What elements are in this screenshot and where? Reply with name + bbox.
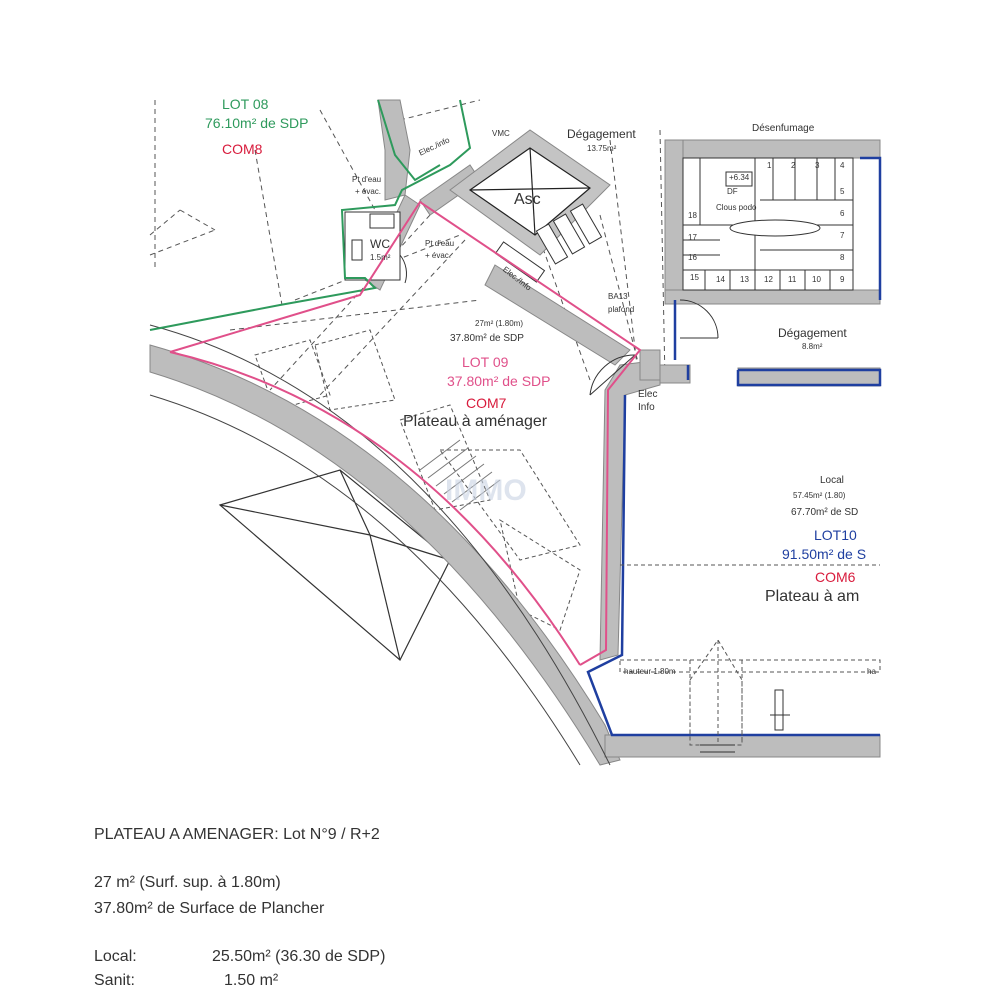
- lot08-sdp: 76.10m² de SDP: [205, 115, 309, 131]
- lot10-outline: [586, 156, 882, 737]
- stair-step-6: 6: [840, 209, 845, 218]
- bottom-dashed-boxes: [619, 564, 881, 746]
- summary-title: PLATEAU A AMENAGER: Lot N°9 / R+2: [94, 826, 380, 843]
- degagement-top-area: 13.75m²: [587, 144, 617, 153]
- summary-surf-plancher: 37.80m² de Surface de Plancher: [94, 900, 325, 917]
- roof-hatch: [419, 439, 501, 511]
- stair-step-16: 16: [688, 253, 697, 262]
- hauteur-cut-label: ha: [867, 667, 876, 676]
- degagement-right-label: Dégagement: [778, 326, 847, 340]
- stair-step-15: 15: [690, 273, 699, 282]
- lot09-sdp: 37.80m² de SDP: [447, 373, 551, 389]
- lot08-com: COM8: [222, 141, 263, 157]
- stair-box-df: DF: [727, 187, 738, 196]
- stair-step-5: 5: [840, 187, 845, 196]
- stair-step-8: 8: [840, 253, 845, 262]
- pt-eau-2-line2: + évac.: [425, 251, 452, 260]
- summary-local-label: Local:: [94, 948, 137, 965]
- elec-info-right-line1: Elec: [638, 389, 658, 400]
- degagement-right-area: 8.8m²: [802, 342, 823, 351]
- elec-info-right-line2: Info: [638, 402, 655, 413]
- pt-eau-1-line1: Pt d'eau: [352, 175, 382, 184]
- stair-step-13: 13: [740, 275, 749, 284]
- door-swings: [589, 299, 719, 396]
- elevator-shaft: [468, 147, 591, 236]
- stair-step-9: 9: [840, 275, 845, 284]
- stair-step-12: 12: [764, 275, 773, 284]
- summary-surf-sup: 27 m² (Surf. sup. à 1.80m): [94, 874, 281, 891]
- curved-wall-outline: [149, 324, 611, 766]
- pt-eau-2-line1: Pt d'eau: [425, 239, 455, 248]
- wc-label: WC: [370, 237, 390, 251]
- lot10-label: LOT10: [814, 527, 857, 543]
- watermark: IMMO: [445, 474, 527, 507]
- plateau-right: Plateau à am: [765, 588, 860, 605]
- vmc-label: VMC: [492, 129, 510, 138]
- lot08-outline: [149, 99, 472, 331]
- summary-sanit-label: Sanit:: [94, 972, 135, 989]
- lot08-label: LOT 08: [222, 96, 269, 112]
- floor-plan: IMMO: [149, 99, 882, 766]
- summary-local-value: 25.50m² (36.30 de SDP): [212, 948, 386, 965]
- local-sdp: 67.70m² de SD: [791, 507, 859, 518]
- stair-step-10: 10: [812, 275, 821, 284]
- lot10-sdp: 91.50m² de S: [782, 546, 867, 562]
- local-label: Local: [820, 475, 844, 486]
- stair-step-2: 2: [791, 161, 796, 170]
- summary-sanit-value: 1.50 m²: [224, 972, 279, 989]
- ba13-line2: plafond: [608, 305, 635, 314]
- asc-label: Asc: [514, 191, 541, 208]
- stair-step-14: 14: [716, 275, 725, 284]
- stair-box-value: +6.34: [729, 173, 750, 182]
- stair-box-clous: Clous podo: [716, 203, 757, 212]
- staircase: [682, 157, 854, 291]
- local-area: 57.45m² (1.80): [793, 491, 846, 500]
- stair-step-11: 11: [788, 275, 797, 284]
- stair-step-7: 7: [840, 231, 845, 240]
- lot09-label: LOT 09: [462, 354, 509, 370]
- wc-area: 1.5m²: [370, 253, 391, 262]
- desenfumage-label: Désenfumage: [752, 123, 815, 134]
- lot09-sdp-black: 37.80m² de SDP: [450, 333, 524, 344]
- lot09-outline: [169, 200, 642, 666]
- stair-step-17: 17: [688, 233, 697, 242]
- stair-step-4: 4: [840, 161, 845, 170]
- lot10-com: COM6: [815, 569, 856, 585]
- lot09-small-area: 27m² (1.80m): [475, 319, 524, 328]
- stair-step-3: 3: [815, 161, 820, 170]
- plateau-left: Plateau à aménager: [403, 413, 548, 430]
- stair-step-1: 1: [767, 161, 772, 170]
- ba13-line1: BA13: [608, 292, 628, 301]
- stair-step-18: 18: [688, 211, 697, 220]
- lot09-com: COM7: [466, 395, 507, 411]
- degagement-top-label: Dégagement: [567, 127, 636, 141]
- hauteur-label: hauteur 1.80m: [624, 667, 676, 676]
- pt-eau-1-line2: + évac.: [355, 187, 382, 196]
- bottom-small-items: [700, 689, 790, 753]
